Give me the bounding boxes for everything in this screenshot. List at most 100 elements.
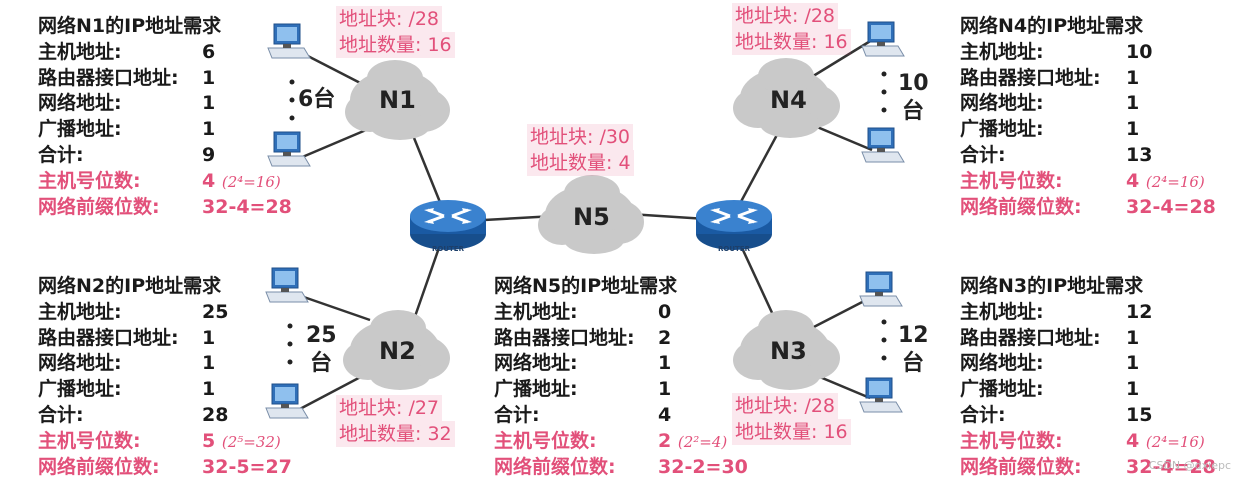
prefix-label: 网络前缀位数: (960, 195, 1082, 218)
row-value: 10 (1126, 40, 1153, 63)
row-label: 合计: (38, 143, 84, 166)
prefix-label: 网络前缀位数: (494, 455, 616, 478)
host-count-unit: 台 (901, 99, 924, 124)
row-value: 1 (202, 66, 216, 89)
address-count-n2: 地址数量: 32 (336, 421, 455, 447)
row-value: 4 (658, 403, 672, 426)
address-block-n3: 地址块: /28 (732, 393, 839, 419)
row-value: 1 (1126, 118, 1140, 141)
host-bits-note: (2⁴=16) (1145, 432, 1205, 451)
router-label: ROUTER (718, 245, 751, 253)
prefix-label: 网络前缀位数: (960, 455, 1082, 478)
prefix-label: 网络前缀位数: (38, 455, 160, 478)
requirements-title: 网络N5的IP地址需求 (494, 275, 678, 297)
cloud-n3 (733, 310, 840, 390)
row-label: 合计: (38, 403, 84, 426)
address-block-n1: 地址块: /28 (336, 6, 443, 32)
computer-icon (859, 377, 903, 413)
row-value: 0 (658, 300, 672, 323)
cloud-n1 (345, 60, 450, 140)
network-name-n1: N1 (379, 86, 416, 114)
address-block-n2: 地址块: /27 (336, 395, 443, 421)
address-count-n4: 地址数量: 16 (732, 29, 851, 55)
row-label: 合计: (960, 143, 1006, 166)
row-value: 1 (202, 378, 216, 401)
host-count-n4: 10 台 (898, 70, 929, 126)
host-count-number: 25 (306, 323, 337, 348)
address-count-n3: 地址数量: 16 (732, 419, 851, 445)
host-bits-note: (2⁴=16) (1145, 172, 1205, 191)
address-block-n4: 地址块: /28 (732, 3, 839, 29)
row-value: 1 (202, 118, 216, 141)
row-value: 6 (202, 40, 216, 63)
row-label: 广播地址: (38, 118, 122, 141)
row-value: 1 (1126, 352, 1140, 375)
address-count-n5: 地址数量: 4 (527, 150, 634, 176)
cloud-n2 (343, 310, 450, 390)
row-value: 1 (202, 352, 216, 375)
requirements-n5: 网络N5的IP地址需求 主机地址:0 路由器接口地址:2 网络地址:1 广播地址… (494, 274, 748, 480)
row-value: 9 (202, 143, 216, 166)
row-value: 1 (202, 326, 216, 349)
row-value: 1 (1126, 378, 1140, 401)
row-label: 路由器接口地址: (38, 326, 179, 349)
row-value: 1 (1126, 326, 1140, 349)
prefix-label: 网络前缀位数: (38, 195, 160, 218)
host-bits-label: 主机号位数: (960, 169, 1063, 192)
prefix-value: 32-4=28 (1126, 195, 1216, 218)
requirements-n3: 网络N3的IP地址需求 主机地址:12 路由器接口地址:1 网络地址:1 广播地… (960, 274, 1220, 480)
row-label: 主机地址: (960, 40, 1044, 63)
prefix-value: 32-4=28 (202, 195, 292, 218)
row-label: 网络地址: (494, 352, 578, 375)
computer-icon (861, 21, 905, 57)
row-label: 主机地址: (960, 300, 1044, 323)
router-label: ROUTER (432, 245, 465, 253)
row-label: 广播地址: (960, 118, 1044, 141)
network-name-n2: N2 (379, 337, 416, 365)
row-value: 1 (1126, 66, 1140, 89)
host-bits-value: 5 (202, 429, 216, 452)
cloud-n4 (733, 58, 840, 138)
host-bits-value: 4 (1126, 429, 1140, 452)
host-count-number: 12 (898, 323, 929, 348)
host-bits-label: 主机号位数: (960, 429, 1063, 452)
row-value: 15 (1126, 403, 1153, 426)
router-1 (408, 198, 488, 252)
row-label: 路由器接口地址: (494, 326, 635, 349)
row-value: 1 (1126, 92, 1140, 115)
requirements-n4: 网络N4的IP地址需求 主机地址:10 路由器接口地址:1 网络地址:1 广播地… (960, 14, 1220, 220)
host-bits-value: 2 (658, 429, 672, 452)
row-label: 广播地址: (960, 378, 1044, 401)
row-value: 12 (1126, 300, 1153, 323)
requirements-title: 网络N2的IP地址需求 (38, 275, 222, 297)
requirements-title: 网络N3的IP地址需求 (960, 275, 1144, 297)
row-value: 25 (202, 300, 229, 323)
network-name-n5: N5 (573, 203, 610, 231)
network-name-n4: N4 (770, 86, 807, 114)
row-label: 广播地址: (494, 378, 578, 401)
row-label: 广播地址: (38, 378, 122, 401)
host-count-n3: 12 台 (898, 322, 929, 378)
cloud-n5 (538, 175, 644, 254)
network-name-n3: N3 (770, 337, 807, 365)
row-label: 主机地址: (38, 300, 122, 323)
row-value: 13 (1126, 143, 1153, 166)
host-bits-label: 主机号位数: (38, 169, 141, 192)
row-value: 1 (658, 378, 672, 401)
host-count-n2: 25 台 (306, 322, 337, 378)
computer-icon (859, 271, 903, 307)
row-label: 合计: (494, 403, 540, 426)
address-block-n5: 地址块: /30 (527, 124, 634, 150)
host-count-n1: 6台 (298, 87, 336, 112)
host-bits-value: 4 (1126, 169, 1140, 192)
row-label: 网络地址: (38, 92, 122, 115)
row-value: 1 (658, 352, 672, 375)
requirements-n2: 网络N2的IP地址需求 主机地址:25 路由器接口地址:1 网络地址:1 广播地… (38, 274, 292, 480)
host-count-unit: 台 (901, 351, 924, 376)
prefix-value: 32-4=28 (1126, 455, 1216, 478)
host-bits-note: (2⁵=32) (221, 432, 281, 451)
host-bits-note: (2⁴=16) (221, 172, 281, 191)
requirements-title: 网络N1的IP地址需求 (38, 15, 222, 37)
row-value: 2 (658, 326, 672, 349)
